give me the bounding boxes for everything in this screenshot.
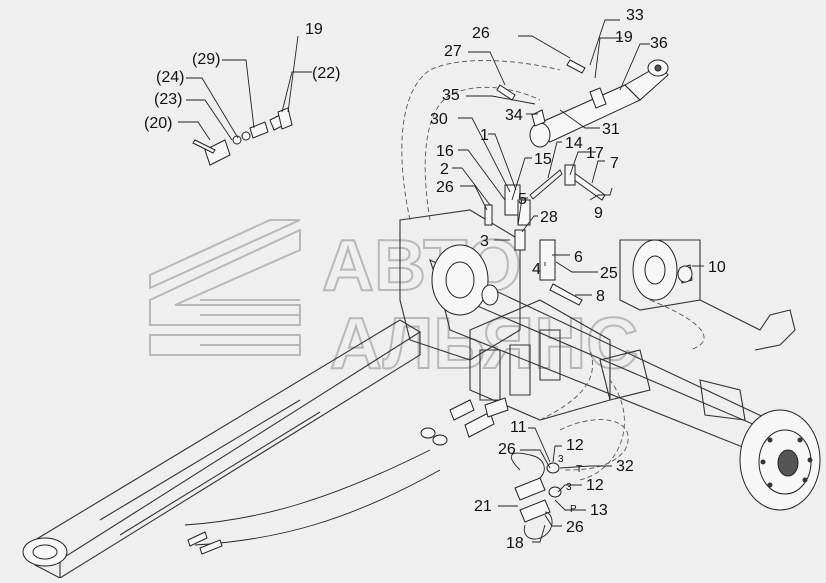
hose-fittings [187, 397, 562, 555]
callout-19b: 19 [615, 29, 633, 46]
callout-26a: 26 [472, 25, 490, 42]
callout-22: (22) [312, 65, 340, 82]
port-label-P: P [570, 504, 577, 515]
callout-32: 32 [616, 458, 634, 475]
port-label-3b: 3 [566, 482, 572, 493]
callout-27: 27 [444, 43, 462, 60]
fittings-group [192, 107, 293, 166]
callout-1: 1 [480, 127, 489, 144]
callout-33: 33 [626, 7, 644, 24]
callout-36: 36 [650, 35, 668, 52]
callout-labels: 19 (29) (22) (24) (23) (20) 26 33 27 19 … [144, 7, 726, 552]
callout-18: 18 [506, 535, 524, 552]
callout-8: 8 [596, 288, 605, 305]
valve-block [399, 209, 611, 421]
port-label-3a: 3 [558, 454, 564, 465]
callout-15: 15 [534, 151, 552, 168]
callout-24: (24) [156, 69, 184, 86]
callout-31: 31 [602, 121, 620, 138]
callout-34: 34 [505, 107, 523, 124]
callout-28: 28 [540, 209, 558, 226]
callout-6: 6 [574, 249, 583, 266]
callout-13: 13 [590, 502, 608, 519]
callout-26b: 26 [436, 179, 454, 196]
callout-10: 10 [708, 259, 726, 276]
callout-11: 11 [510, 419, 527, 436]
callout-9: 9 [594, 205, 603, 222]
callout-4: 4 [532, 261, 541, 278]
callout-35: 35 [442, 87, 460, 104]
chevron-logo-icon [149, 219, 301, 356]
callout-23: (23) [154, 91, 182, 108]
frame-beam [22, 319, 422, 579]
hydraulic-lines [184, 60, 705, 546]
callout-30: 30 [430, 111, 448, 128]
leader-lines [178, 19, 704, 543]
watermark: АВТО АЛЬЯНС [149, 219, 639, 385]
callout-16: 16 [436, 143, 454, 160]
callout-25: 25 [600, 265, 618, 282]
callout-7: 7 [610, 155, 619, 172]
callout-17: 17 [586, 145, 604, 162]
callout-29: (29) [192, 51, 220, 68]
callout-2: 2 [440, 161, 449, 178]
callout-12b: 12 [586, 477, 604, 494]
callout-14: 14 [565, 135, 583, 152]
callout-26d: 26 [566, 519, 584, 536]
callout-3: 3 [480, 233, 489, 250]
callout-26c: 26 [498, 441, 516, 458]
callout-12a: 12 [566, 437, 584, 454]
callout-20: (20) [144, 115, 172, 132]
axle-assembly [429, 239, 821, 511]
callout-5: 5 [518, 191, 527, 208]
port-label-T: T [576, 464, 582, 475]
callout-21: 21 [474, 498, 492, 515]
callout-19a: 19 [305, 21, 323, 38]
hydraulic-cylinder [529, 59, 669, 148]
